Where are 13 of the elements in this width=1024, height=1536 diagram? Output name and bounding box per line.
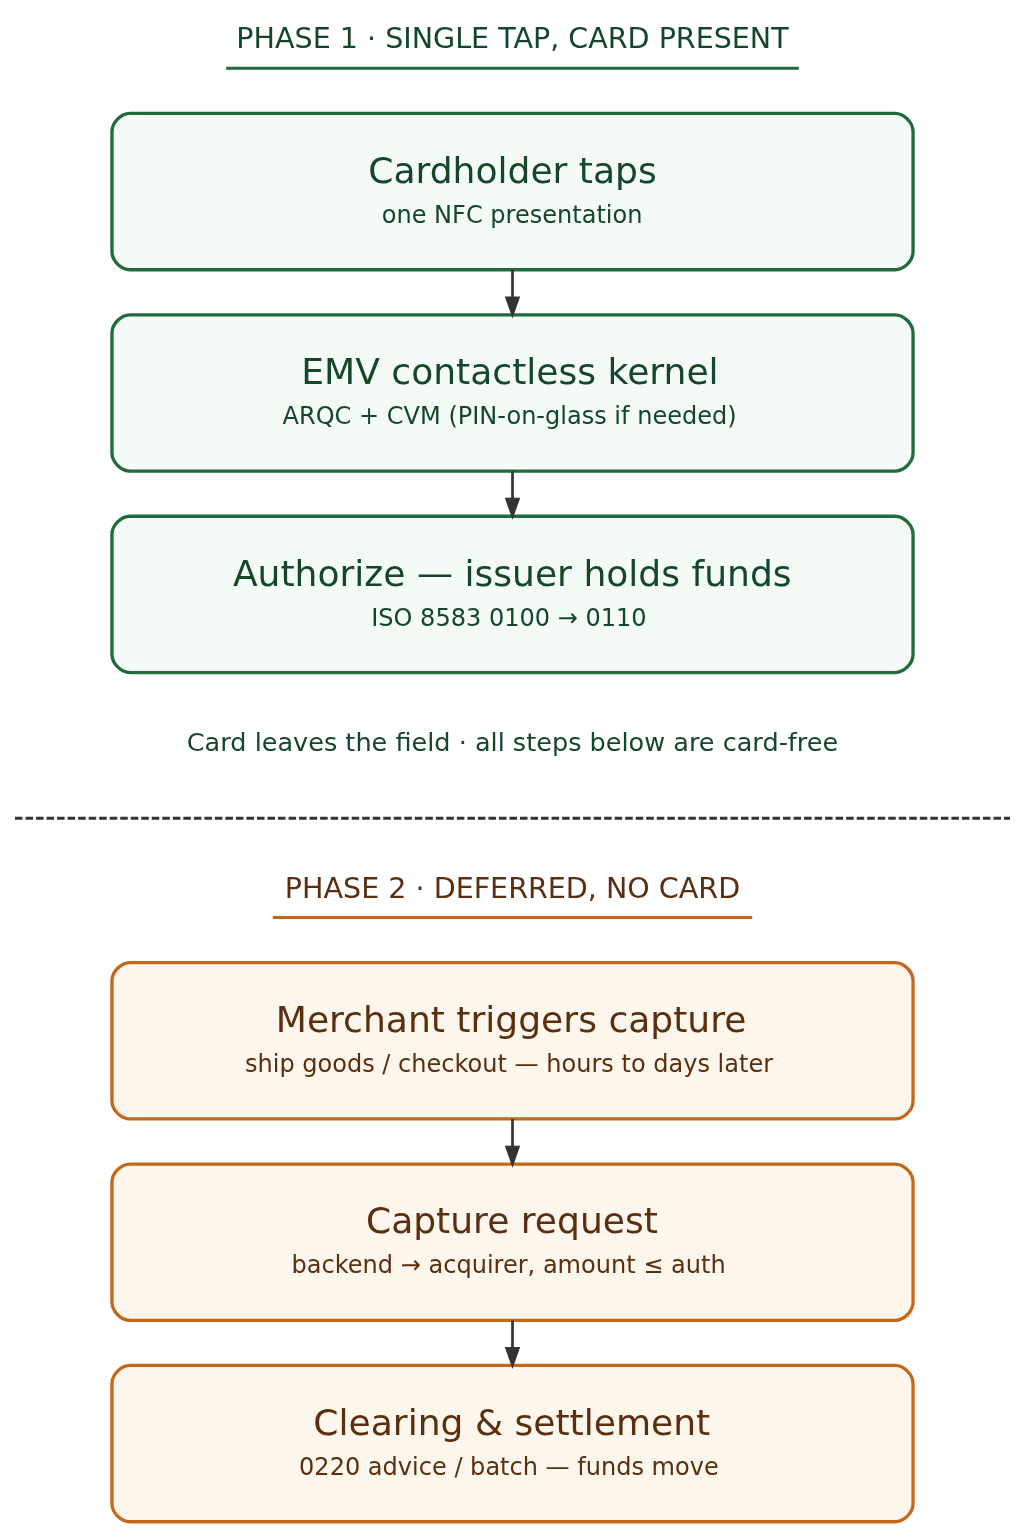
node-box: Merchant triggers capture ship goods / checkout — hours to days later: [109, 961, 915, 1121]
label: PHASE 1 · SINGLE TAP, CARD PRESENT: [235, 21, 789, 56]
node-box: EMV contactless kernel ARQC + CVM (PIN-on-glass if needed): [109, 313, 915, 473]
node-box: Clearing & settlement 0220 advice / batch — funds move: [109, 1363, 915, 1524]
label: PHASE 2 · DEFERRED, NO CARD: [284, 870, 740, 905]
node-box: Cardholder taps one NFC presentation: [109, 111, 915, 272]
arrow: [504, 1119, 520, 1168]
node-box: Authorize — issuer holds funds ISO 8583 0100 → 0110: [109, 514, 915, 675]
node-box: Capture request backend → acquirer, amount ≤ auth: [109, 1162, 915, 1322]
arrow: [504, 1320, 520, 1370]
arrow: [504, 269, 520, 319]
label: Card leaves the field · all steps below are card-free: [186, 726, 838, 757]
arrow: [504, 471, 520, 520]
